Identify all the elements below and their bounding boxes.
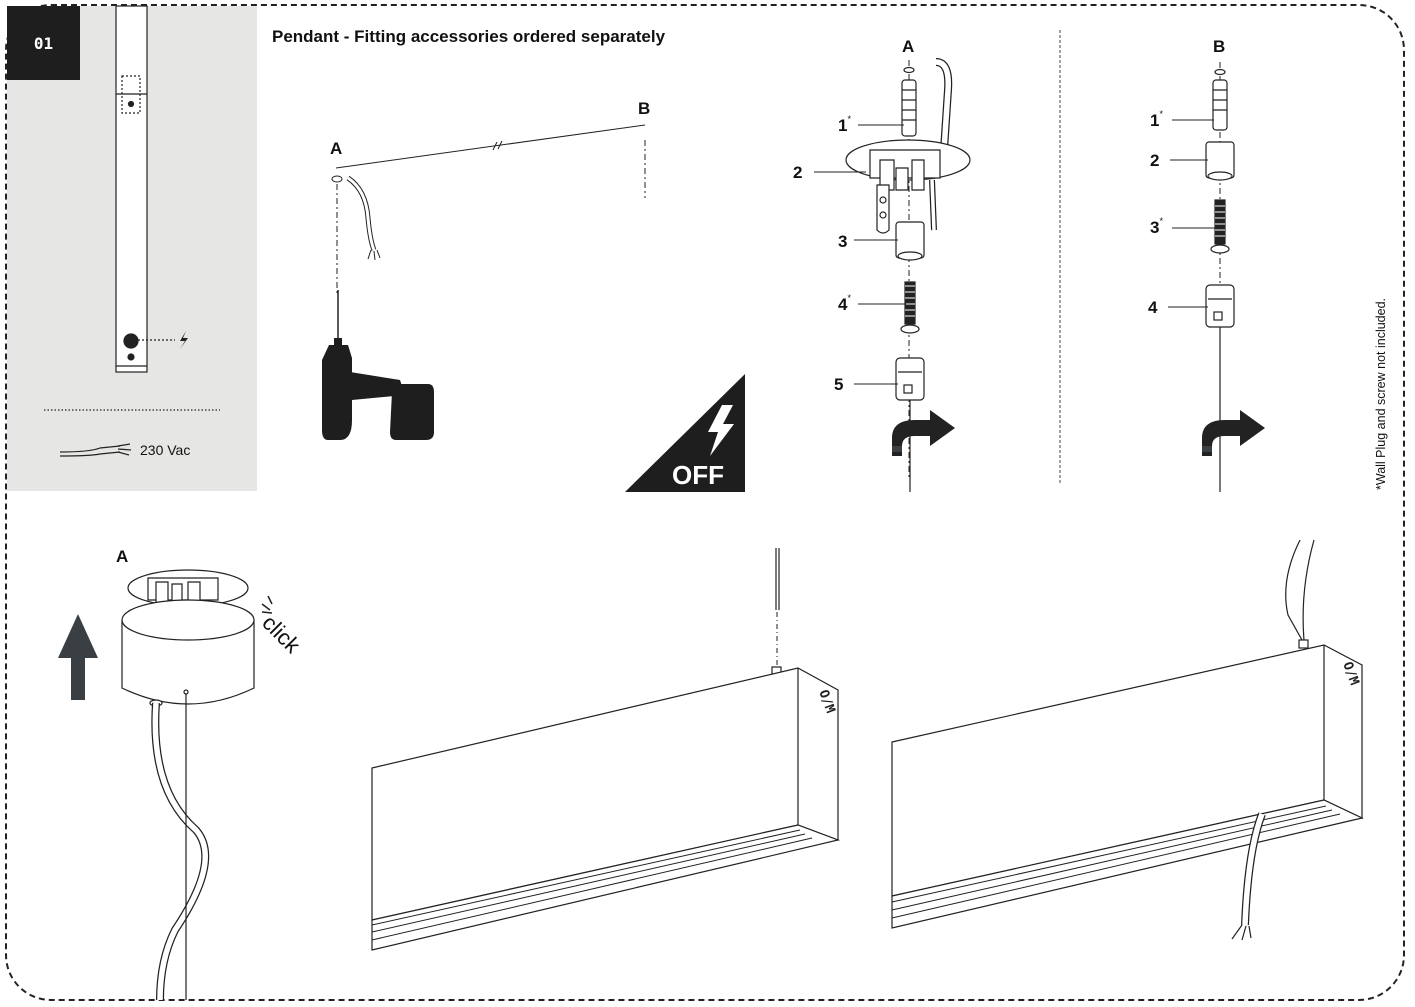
rotate-arrow-icon <box>1202 410 1265 456</box>
canopy-a-label: A <box>116 547 129 566</box>
rotate-arrow-icon <box>892 410 955 456</box>
exploded-view-b <box>1205 62 1235 492</box>
exploded-view-a <box>845 58 971 492</box>
part-a-1: 1* <box>838 114 851 135</box>
leader-lines-b <box>1168 119 1216 308</box>
voltage-label: 230 Vac <box>140 442 191 458</box>
cable-icon <box>59 443 132 457</box>
luminaire-view-2 <box>891 539 1364 941</box>
step-number-badge: 01 <box>7 6 80 80</box>
canopy-assembly <box>121 569 273 1001</box>
drill-icon <box>322 338 434 440</box>
off-label: OFF <box>672 460 724 490</box>
part-b-1: 1* <box>1150 109 1163 130</box>
part-a-3: 3 <box>838 232 848 251</box>
point-b-label: B <box>638 99 651 118</box>
section-a-label: A <box>902 37 915 56</box>
part-a-4: 4* <box>838 293 851 314</box>
dashed-frame <box>5 4 1405 1001</box>
up-arrow-icon <box>58 614 98 700</box>
lightning-icon <box>180 331 188 349</box>
part-b-3: 3* <box>1150 216 1163 237</box>
leader-lines-a <box>814 124 906 385</box>
power-off-icon <box>625 374 745 492</box>
luminaire-top-view <box>44 5 220 411</box>
part-a-5: 5 <box>834 375 844 394</box>
footnote: *Wall Plug and screw not included. <box>1374 298 1388 490</box>
point-a-label: A <box>330 139 343 158</box>
page-title: Pendant - Fitting accessories ordered se… <box>272 27 666 46</box>
part-b-2: 2 <box>1150 151 1160 170</box>
ceiling-layout <box>331 124 646 345</box>
section-b-label: B <box>1213 37 1226 56</box>
part-b-4: 4 <box>1148 298 1158 317</box>
luminaire-view-1 <box>371 548 841 951</box>
part-a-2: 2 <box>793 163 803 182</box>
